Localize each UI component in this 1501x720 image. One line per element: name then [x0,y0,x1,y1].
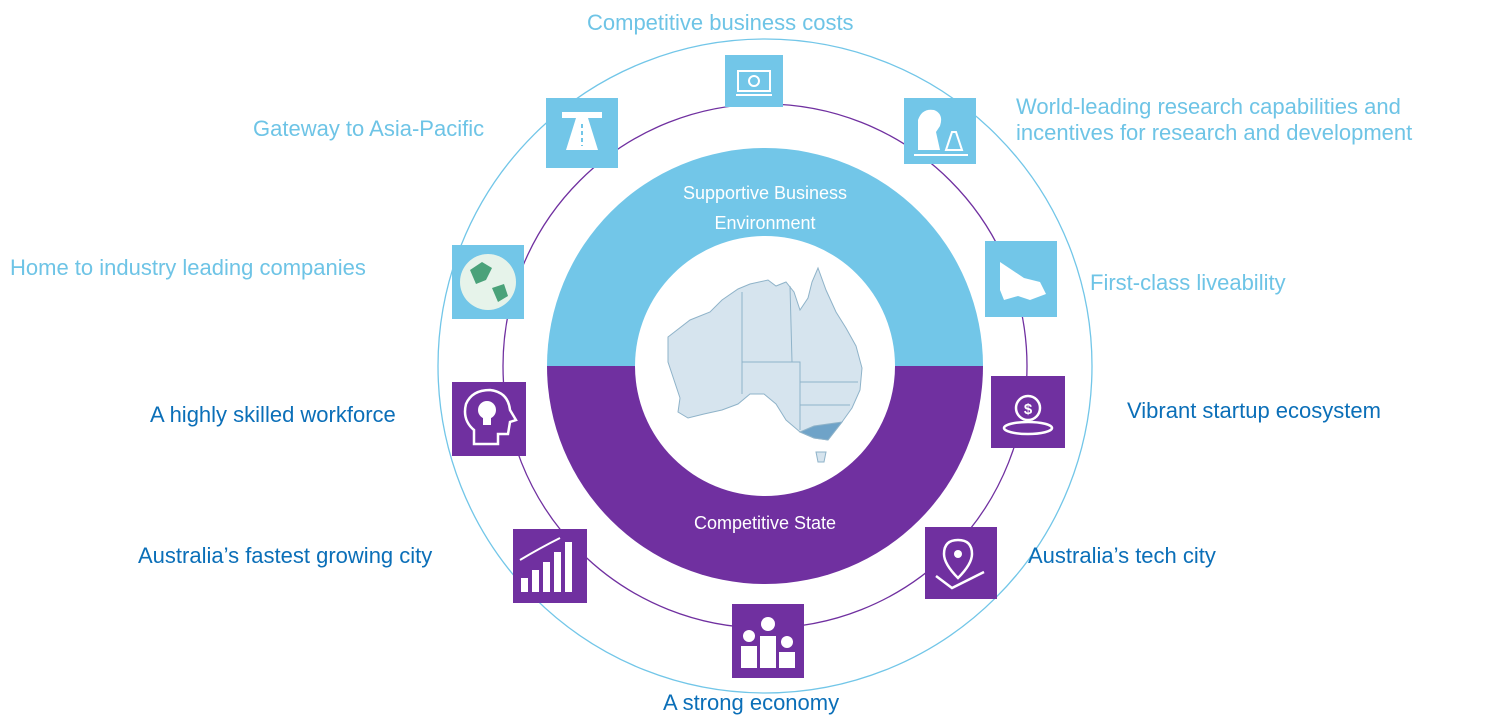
label-fastest-growing-city: Australia’s fastest growing city [138,543,433,568]
label-first-class-liveability: First-class liveability [1090,270,1286,295]
label-competitive-business-costs: Competitive business costs [587,10,854,35]
bottom-half-label: Competitive State [693,513,837,533]
globe-icon [452,245,524,319]
outer-ring [437,38,1093,694]
research-icon [904,98,976,164]
money-bags-podium-icon [732,604,804,678]
label-a-strong-economy: A strong economy [663,690,840,715]
label-highly-skilled-workforce: A highly skilled workforce [150,402,396,427]
money-icon [725,55,783,107]
label-world-leading-research: World-leading research capabilities and … [1016,94,1413,145]
top-half-label: Supportive Business Environment [682,183,848,233]
label-vibrant-startup-ecosystem: Vibrant startup ecosystem [1127,398,1381,423]
svg-text:$: $ [1024,401,1033,418]
victoria-map-icon [985,241,1057,317]
label-gateway-asia-pacific: Gateway to Asia-Pacific [253,116,485,141]
growth-chart-icon [513,529,587,603]
label-home-to-industry: Home to industry leading companies [10,255,366,280]
startup-coin-icon: $ [991,376,1065,448]
location-pin-icon [925,527,997,599]
road-icon [546,98,618,168]
head-lightbulb-icon [452,382,526,456]
label-australias-tech-city: Australia’s tech city [1028,543,1216,568]
australia-map-icon [667,266,863,463]
